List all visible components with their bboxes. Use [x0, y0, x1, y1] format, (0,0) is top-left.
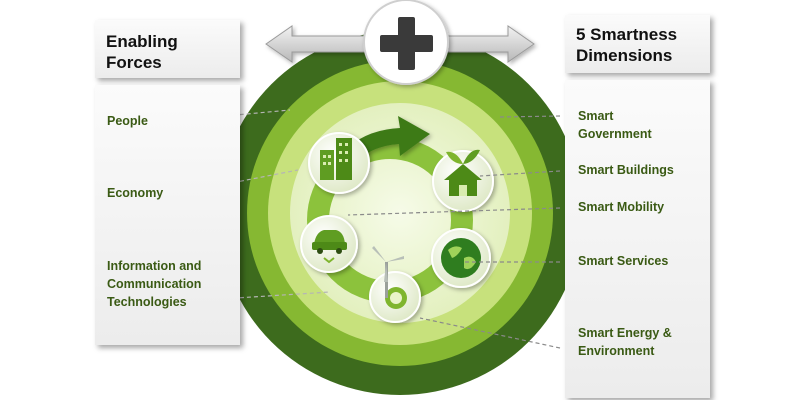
smartness-dimensions-panel: [565, 80, 710, 398]
left-connectors: [169, 109, 331, 301]
enabling-forces-title-box: [95, 20, 240, 78]
dimension-smart-buildings: Smart Buildings: [578, 163, 674, 177]
smartness-dimensions-title-box: [565, 15, 710, 73]
dimension-smart-mobility: Smart Mobility: [578, 200, 665, 214]
force-ict: Information and Communication Technologi…: [107, 259, 202, 309]
wind-turbine-icon: [369, 246, 421, 323]
right-connectors: [347, 115, 561, 349]
enabling-forces-panel: [95, 85, 240, 345]
dimension-smart-energy-environment: Smart Energy & Environment: [578, 326, 672, 358]
force-people: People: [107, 114, 148, 128]
globe-icon: [431, 228, 491, 288]
eco-car-icon: [300, 215, 358, 273]
eco-house-icon: [432, 149, 494, 212]
smartness-dimensions-title: 5 Smartness Dimensions: [576, 25, 678, 65]
office-buildings-icon: [308, 132, 370, 194]
enabling-forces-title: Enabling Forces: [106, 32, 178, 72]
force-economy: Economy: [107, 186, 164, 200]
dimension-smart-services: Smart Services: [578, 254, 669, 268]
dimension-smart-government: Smart Government: [578, 109, 652, 141]
plus-icon: [380, 17, 433, 70]
